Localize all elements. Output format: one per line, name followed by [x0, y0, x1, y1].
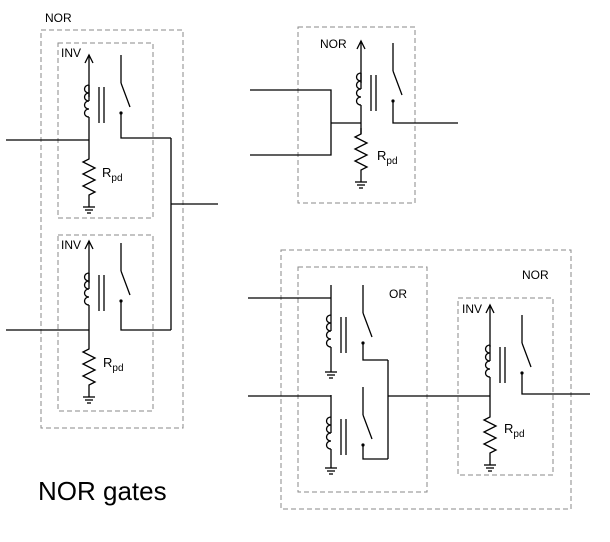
- bottom-right-nor-gate: NOR OR INV: [248, 249, 590, 510]
- left-nor-gate: NOR INV Rpd INV Rpd: [6, 11, 218, 429]
- bottom-right-nor-label: NOR: [522, 268, 549, 282]
- top-right-nor-label: NOR: [320, 37, 347, 51]
- top-right-output-wire: [392, 109, 458, 124]
- upper-inv-label: INV: [61, 46, 81, 60]
- bottom-right-inv-box: [457, 297, 554, 476]
- top-right-nor-box: [297, 26, 416, 204]
- bottom-right-inv-pulldown-resistor: [483, 410, 497, 472]
- or-upper-relay: [325, 284, 373, 354]
- bottom-right-inv-relay: [484, 314, 532, 384]
- top-right-nor-gate: NOR Rpd: [250, 26, 458, 204]
- or-upper-ground: [324, 371, 338, 379]
- top-right-resistor-label: Rpd: [377, 148, 398, 167]
- bottom-right-inv-supply-arrow: [485, 304, 495, 348]
- bottom-right-nor-box: [280, 249, 572, 510]
- bottom-right-inv-label: INV: [462, 302, 482, 316]
- left-nor-label: NOR: [45, 11, 72, 25]
- upper-inv-relay: [83, 54, 131, 124]
- lower-inv-resistor-label: Rpd: [103, 355, 124, 374]
- or-lower-relay: [325, 386, 373, 456]
- upper-inv-stage: INV Rpd: [57, 42, 171, 219]
- or-block: OR: [248, 266, 428, 493]
- upper-inv-pulldown-resistor: [82, 152, 96, 214]
- lower-inv-relay: [83, 242, 131, 312]
- top-right-input-a-wire: [250, 89, 332, 156]
- bottom-right-inv-block: INV Rpd: [457, 297, 590, 476]
- top-right-pulldown-resistor: [354, 127, 368, 189]
- diagram-title: NOR gates: [38, 476, 167, 506]
- lower-inv-label: INV: [61, 238, 81, 252]
- upper-inv-box: [57, 42, 154, 219]
- top-right-relay: [355, 42, 403, 112]
- or-lower-ground: [324, 467, 338, 475]
- bottom-right-inv-resistor-label: Rpd: [504, 421, 525, 440]
- or-label: OR: [389, 287, 407, 301]
- left-nor-box: [40, 29, 184, 429]
- bottom-right-output-wire: [521, 381, 590, 395]
- lower-inv-box: [57, 234, 154, 412]
- upper-inv-resistor-label: Rpd: [102, 165, 123, 184]
- or-box: [297, 266, 428, 493]
- lower-inv-stage: INV Rpd: [57, 234, 171, 412]
- lower-inv-pulldown-resistor: [82, 342, 96, 404]
